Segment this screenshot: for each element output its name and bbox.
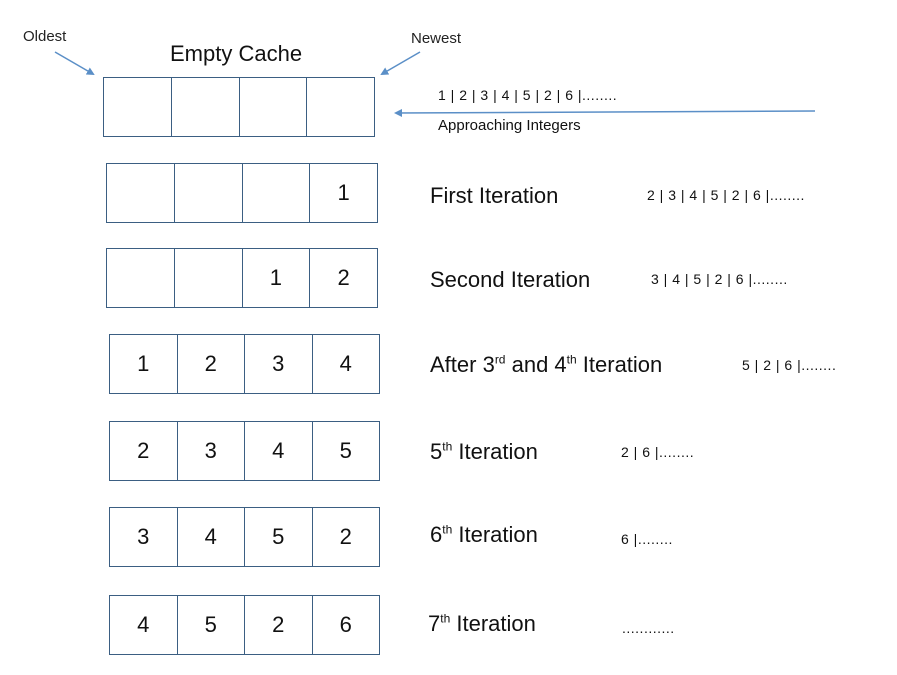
cache-cell: 1 — [110, 335, 178, 393]
cache-cell: 1 — [243, 249, 311, 307]
cache-cell — [175, 164, 243, 222]
cache-cell: 2 — [339, 524, 352, 549]
cache-cell — [107, 164, 175, 222]
remaining-stream-1: 2 | 3 | 4 | 5 | 2 | 6 |........ — [647, 187, 805, 203]
cache-cell — [107, 249, 175, 307]
cache-cell: 4 — [178, 508, 245, 566]
cache-cell — [243, 164, 311, 222]
row-label-4: 5th Iteration — [430, 439, 538, 464]
cache-cell: 4 — [245, 422, 313, 480]
cache-cell: 1 — [337, 180, 350, 205]
input-arrow — [394, 108, 816, 117]
cache-cell: 6 — [339, 612, 352, 637]
cache-cell: 5 — [178, 596, 245, 654]
row-label-3: After 3rd and 4th Iteration — [430, 352, 663, 377]
cache-cell: 3 — [245, 335, 313, 393]
oldest-arrow — [54, 51, 95, 76]
remaining-stream-2: 3 | 4 | 5 | 2 | 6 |........ — [651, 271, 788, 287]
cache-cell: 4 — [110, 596, 178, 654]
remaining-stream-4: 2 | 6 |........ — [621, 444, 695, 460]
cache-cell — [172, 78, 240, 136]
newest-label: Newest — [411, 30, 462, 47]
cache-cell — [307, 78, 374, 136]
row-label-5: 6th Iteration — [430, 522, 538, 547]
row-label-1: First Iteration — [430, 183, 559, 208]
cache-cell: 2 — [110, 422, 178, 480]
cache-cell: 3 — [178, 422, 245, 480]
cache-row-5: 3 4 5 2 — [109, 507, 380, 567]
cache-row-4: 2 3 4 5 — [109, 421, 380, 481]
cache-row-6: 4 5 2 6 — [109, 595, 380, 655]
cache-cell — [104, 78, 172, 136]
input-caption: Approaching Integers — [438, 117, 581, 134]
cache-cell — [175, 249, 243, 307]
row-label-6: 7th Iteration — [428, 611, 536, 636]
cache-cell — [240, 78, 308, 136]
remaining-stream-3: 5 | 2 | 6 |........ — [742, 357, 837, 373]
cache-row-2: 1 2 — [106, 248, 378, 308]
newest-arrow — [380, 51, 421, 76]
cache-cell: 5 — [339, 438, 352, 463]
cache-cell: 2 — [178, 335, 245, 393]
cache-row-empty — [103, 77, 375, 137]
cache-cell: 3 — [110, 508, 178, 566]
remaining-stream-6: ............ — [622, 620, 675, 636]
cache-row-1: 1 — [106, 163, 378, 223]
cache-cell: 4 — [339, 351, 352, 376]
input-stream: 1 | 2 | 3 | 4 | 5 | 2 | 6 |........ — [438, 87, 618, 103]
oldest-label: Oldest — [23, 28, 67, 45]
cache-cell: 2 — [337, 265, 350, 290]
diagram-title: Empty Cache — [170, 41, 303, 66]
cache-row-3: 1 2 3 4 — [109, 334, 380, 394]
remaining-stream-5: 6 |........ — [621, 531, 673, 547]
row-label-2: Second Iteration — [430, 267, 591, 292]
cache-cell: 2 — [245, 596, 313, 654]
cache-cell: 5 — [245, 508, 313, 566]
